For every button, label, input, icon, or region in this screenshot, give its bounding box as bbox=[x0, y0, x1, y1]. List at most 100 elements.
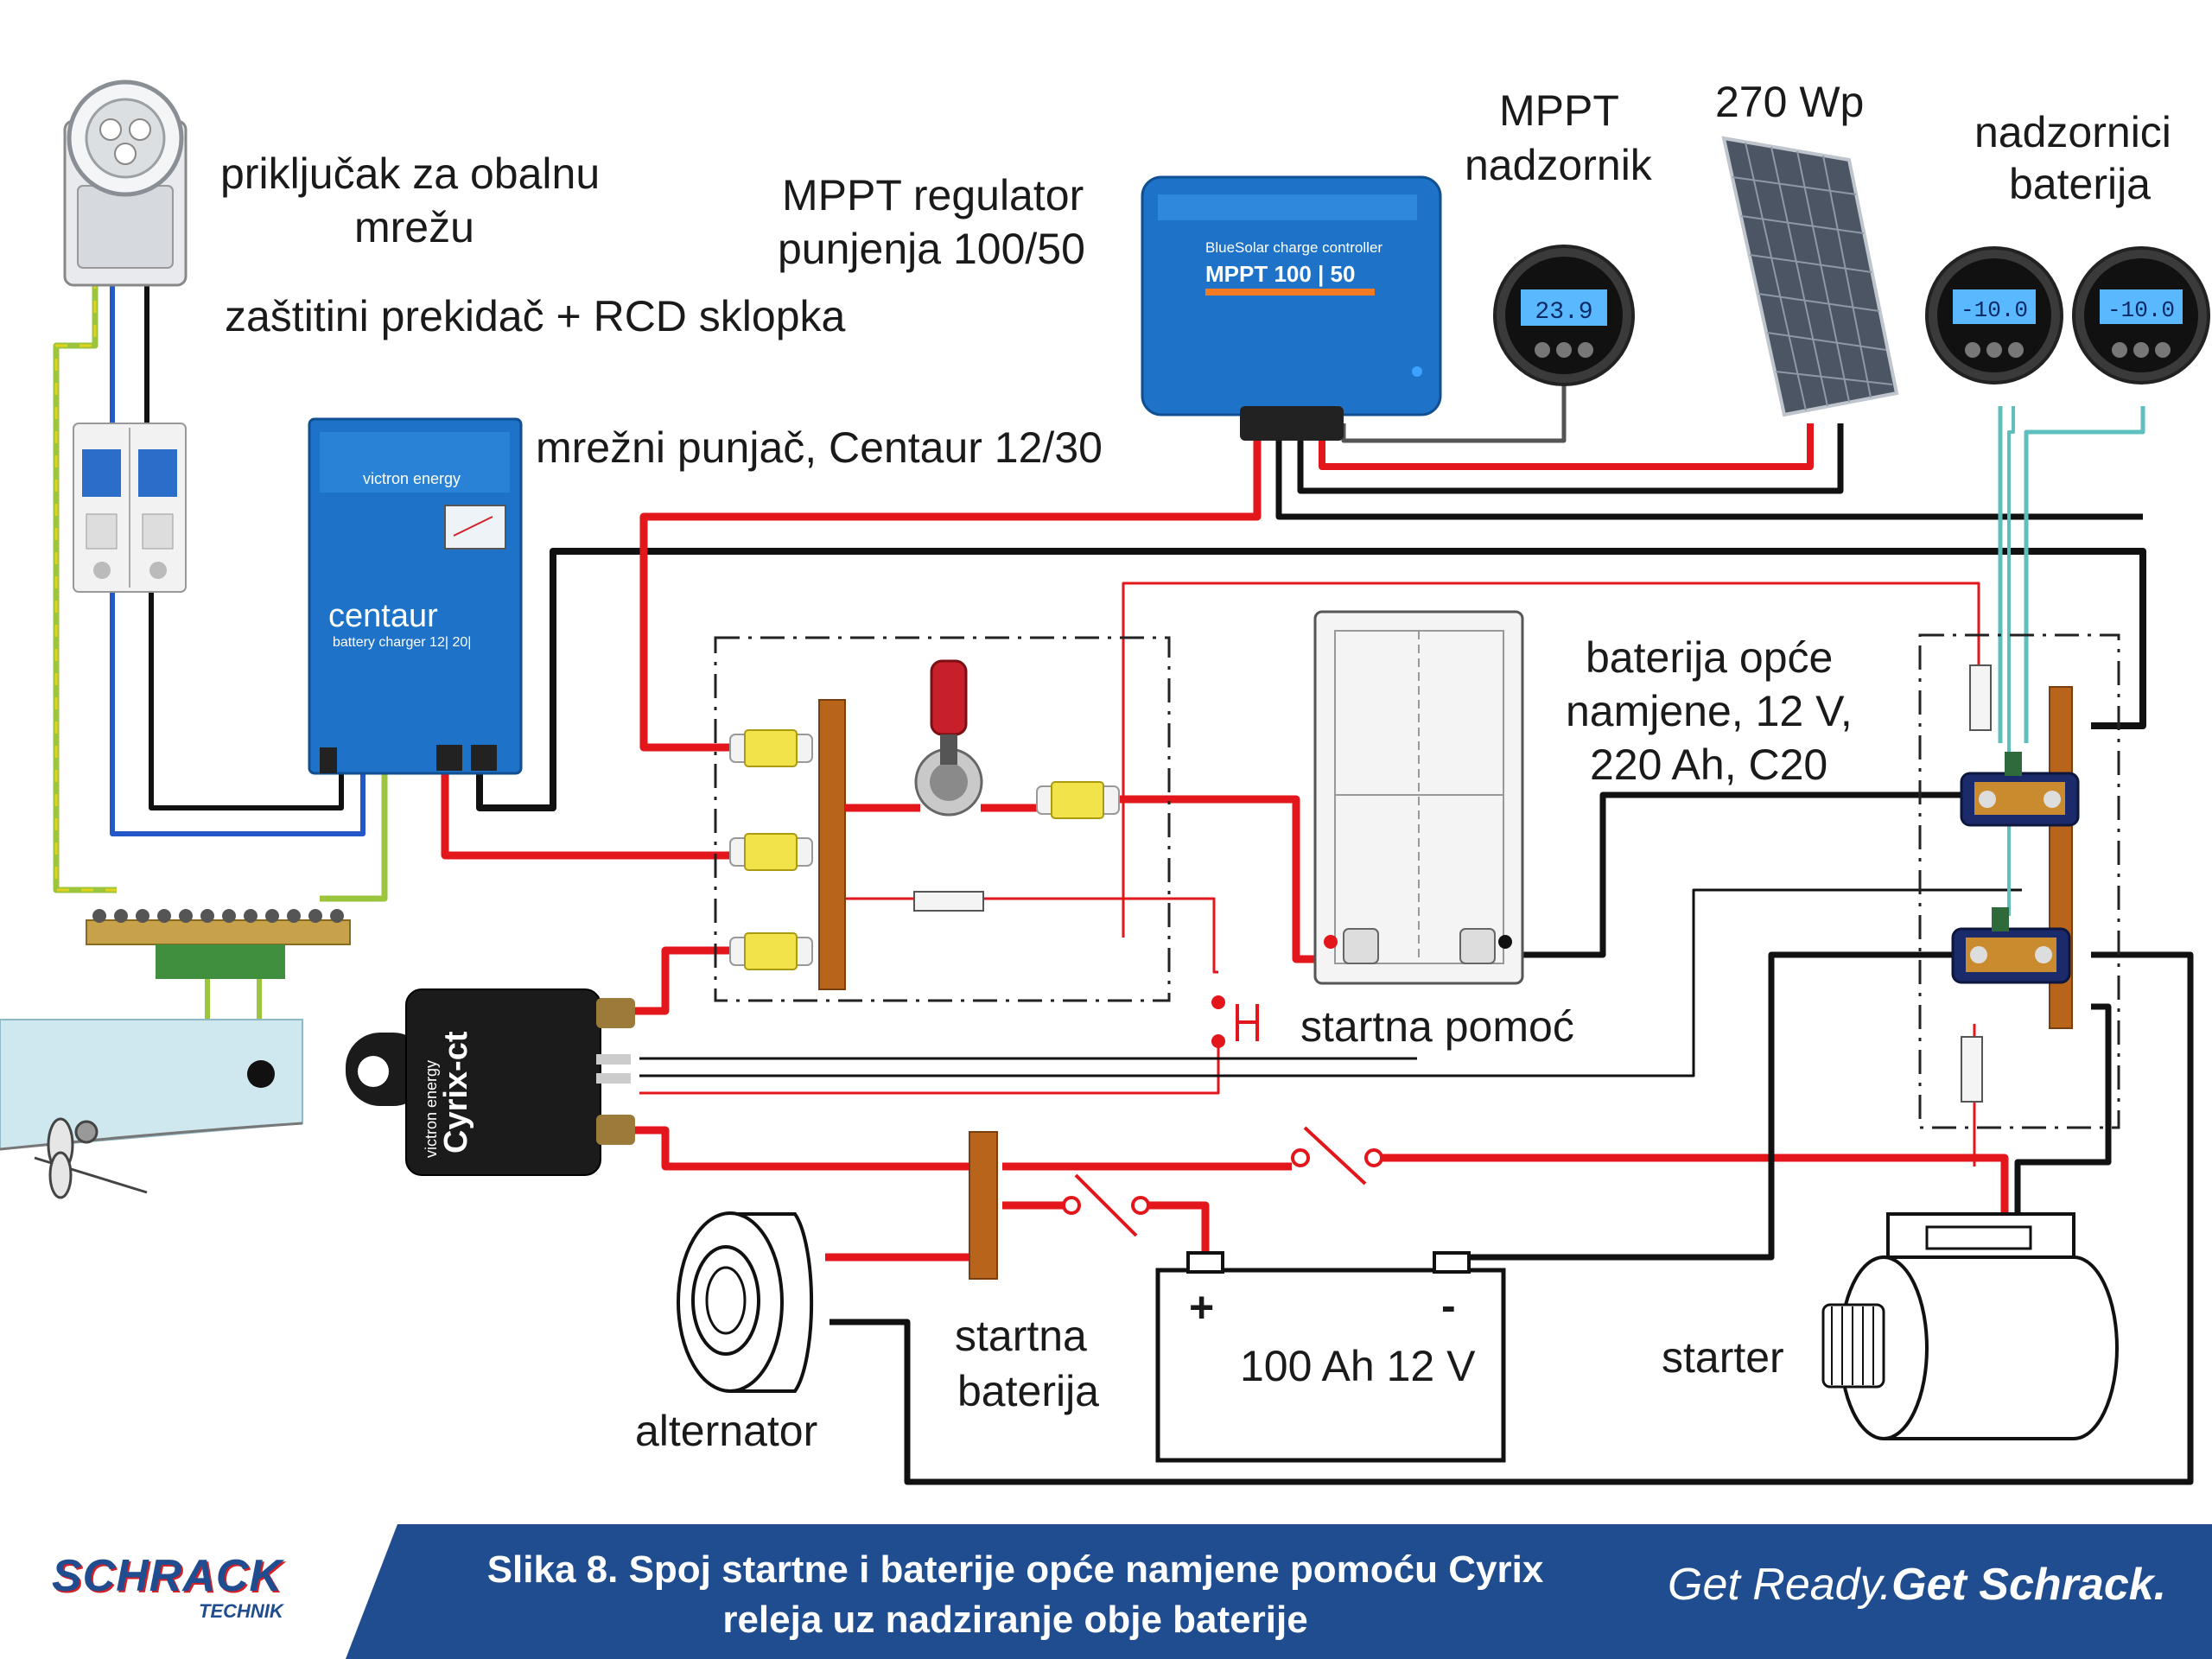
label-alternator: alternator bbox=[635, 1407, 817, 1455]
fuse-2 bbox=[729, 833, 813, 871]
shunt-start bbox=[1951, 907, 2071, 984]
wire-neutral-charger bbox=[110, 588, 365, 836]
wire-sense-red-top bbox=[1122, 582, 1980, 938]
footer-band bbox=[346, 1524, 2212, 1659]
label-breaker: zaštitini prekidač + RCD sklopka bbox=[225, 292, 846, 340]
wire-sense-red-bottom bbox=[639, 1037, 1220, 1095]
label-charger: mrežni punjač, Centaur 12/30 bbox=[536, 423, 1103, 472]
shunt-house bbox=[1960, 752, 2080, 827]
busbar-positive bbox=[818, 699, 846, 990]
wire-starter-pos-2 bbox=[1378, 1154, 2009, 1214]
fuse-3 bbox=[729, 932, 813, 970]
fuse-1 bbox=[729, 729, 813, 767]
label-starter: starter bbox=[1662, 1333, 1784, 1382]
slogan: Get Ready.Get Schrack. bbox=[1668, 1559, 2166, 1611]
wire-sense-red-mid bbox=[825, 897, 1218, 974]
wire-startbatt-pos bbox=[1145, 1201, 1210, 1262]
mppt-monitor: 23.9 bbox=[1493, 245, 1635, 386]
wire-start-assist-neg bbox=[1486, 791, 1961, 958]
footer: SCHRACK TECHNIK Slika 8. Spoj startne i … bbox=[0, 1524, 2212, 1659]
label-solar-panel: 270 Wp bbox=[1715, 78, 1864, 126]
start-assist-button bbox=[1211, 995, 1259, 1048]
label-starting-battery-1: startna bbox=[955, 1312, 1087, 1360]
wire-charger-pos bbox=[441, 773, 760, 860]
wire-cyrix-start bbox=[635, 1126, 981, 1171]
wire-startbatt-neg bbox=[1447, 951, 1961, 1261]
label-house-battery-2: namjene, 12 V, bbox=[1566, 687, 1853, 735]
wire-sense-black-1 bbox=[639, 888, 2022, 1077]
house-battery bbox=[1313, 610, 1524, 985]
wire-cyrix-bus bbox=[635, 946, 760, 1015]
wire-mppt-panel-pos bbox=[1319, 423, 1814, 470]
battery-monitor-1: -10.0 bbox=[1925, 246, 2063, 385]
label-house-battery-1: baterija opće bbox=[1586, 633, 1833, 682]
labels: priključak za obalnu mrežu zaštitini pre… bbox=[220, 78, 2171, 1455]
fuse-panel-enclosure bbox=[714, 636, 1171, 1002]
wire-bmv-2 bbox=[2024, 406, 2145, 743]
mppt-monitor-display: 23.9 bbox=[1535, 299, 1592, 326]
wiring-diagram: victron energy centaur battery charger 1… bbox=[0, 78, 2210, 1485]
caption-line-1: Slika 8. Spoj startne i baterije opće na… bbox=[486, 1548, 1544, 1591]
switch-starter bbox=[1291, 1126, 1383, 1185]
bmv-2-display: -10.0 bbox=[2107, 297, 2175, 323]
mppt-model: MPPT 100 | 50 bbox=[1205, 261, 1355, 287]
shunt-enclosure bbox=[1918, 633, 2120, 1129]
label-battery-monitors-1: nadzornici bbox=[1974, 108, 2171, 156]
wire-bmv-1b bbox=[2007, 406, 2015, 916]
cyrix-name: Cyrix-ct bbox=[438, 1031, 474, 1154]
cyrix-brand: victron energy bbox=[423, 1060, 440, 1158]
starter-motor bbox=[1821, 1212, 2119, 1440]
label-battery-monitors-2: baterija bbox=[2009, 160, 2151, 208]
slogan-part-1: Get Ready. bbox=[1668, 1560, 1892, 1610]
label-shore-power-2: mrežu bbox=[354, 203, 474, 251]
fuse-holders bbox=[729, 729, 1120, 970]
label-plus: + bbox=[1189, 1283, 1214, 1332]
label-mppt-monitor-2: nadzornik bbox=[1465, 141, 1653, 189]
wire-fuse-start-assist bbox=[1115, 795, 1348, 963]
wire-earth-shore-yellow bbox=[54, 276, 117, 892]
schrack-logo: SCHRACK TECHNIK bbox=[52, 1550, 328, 1637]
label-house-battery-3: 220 Ah, C20 bbox=[1590, 741, 1827, 789]
solar-panel bbox=[1721, 136, 1899, 417]
breaker-rcd-switch bbox=[73, 423, 187, 593]
wire-alternator-neg bbox=[830, 951, 2194, 1485]
label-shore-power-1: priključak za obalnu bbox=[220, 149, 600, 198]
wire-live-charger bbox=[149, 588, 344, 810]
wire-mppt-neg bbox=[1275, 423, 2143, 520]
propeller-icon bbox=[34, 1117, 148, 1199]
label-minus: - bbox=[1441, 1281, 1456, 1330]
mppt-controller: BlueSolar charge controller MPPT 100 | 5… bbox=[1141, 175, 1442, 441]
fuse-sense bbox=[913, 891, 984, 912]
centaur-name: centaur bbox=[328, 598, 438, 634]
wire-mppt-pos-bus bbox=[639, 423, 1262, 752]
label-mppt-monitor-1: MPPT bbox=[1499, 86, 1619, 135]
label-start-assist: startna pomoć bbox=[1300, 1002, 1574, 1051]
earth-plate bbox=[247, 1060, 275, 1088]
label-battery-spec: 100 Ah 12 V bbox=[1240, 1342, 1476, 1390]
switch-startbatt bbox=[1062, 1173, 1150, 1237]
earth-busbar bbox=[86, 909, 351, 979]
centaur-brand: victron energy bbox=[363, 470, 461, 487]
wire-charger-neg bbox=[476, 548, 2146, 811]
wires bbox=[53, 276, 2194, 1485]
hull-water bbox=[0, 1019, 303, 1151]
bmv-1-display: -10.0 bbox=[1961, 297, 2028, 323]
brand-sub: TECHNIK bbox=[199, 1600, 283, 1622]
wire-mppt-panel-neg bbox=[1297, 423, 1844, 494]
battery-switch-icon bbox=[914, 659, 983, 817]
wire-starter-neg bbox=[2014, 1003, 2112, 1214]
fuse-shunt-top bbox=[1969, 664, 1992, 731]
brand-name: SCHRACK bbox=[52, 1551, 283, 1601]
wire-earth-charger bbox=[320, 760, 388, 902]
battery-monitor-2: -10.0 bbox=[2072, 246, 2210, 385]
label-mppt-regulator-1: MPPT regulator bbox=[782, 171, 1084, 219]
starting-battery bbox=[1155, 1251, 1506, 1463]
centaur-charger: victron energy centaur battery charger 1… bbox=[308, 417, 523, 775]
figure-caption: Slika 8. Spoj startne i baterije opće na… bbox=[402, 1545, 1629, 1645]
alternator bbox=[677, 1211, 814, 1393]
fuse-4 bbox=[1036, 781, 1120, 819]
centaur-sub: battery charger 12| 20| bbox=[333, 635, 471, 650]
fuse-shunt-bottom bbox=[1961, 1036, 1983, 1103]
mppt-brand: BlueSolar charge controller bbox=[1205, 239, 1382, 256]
